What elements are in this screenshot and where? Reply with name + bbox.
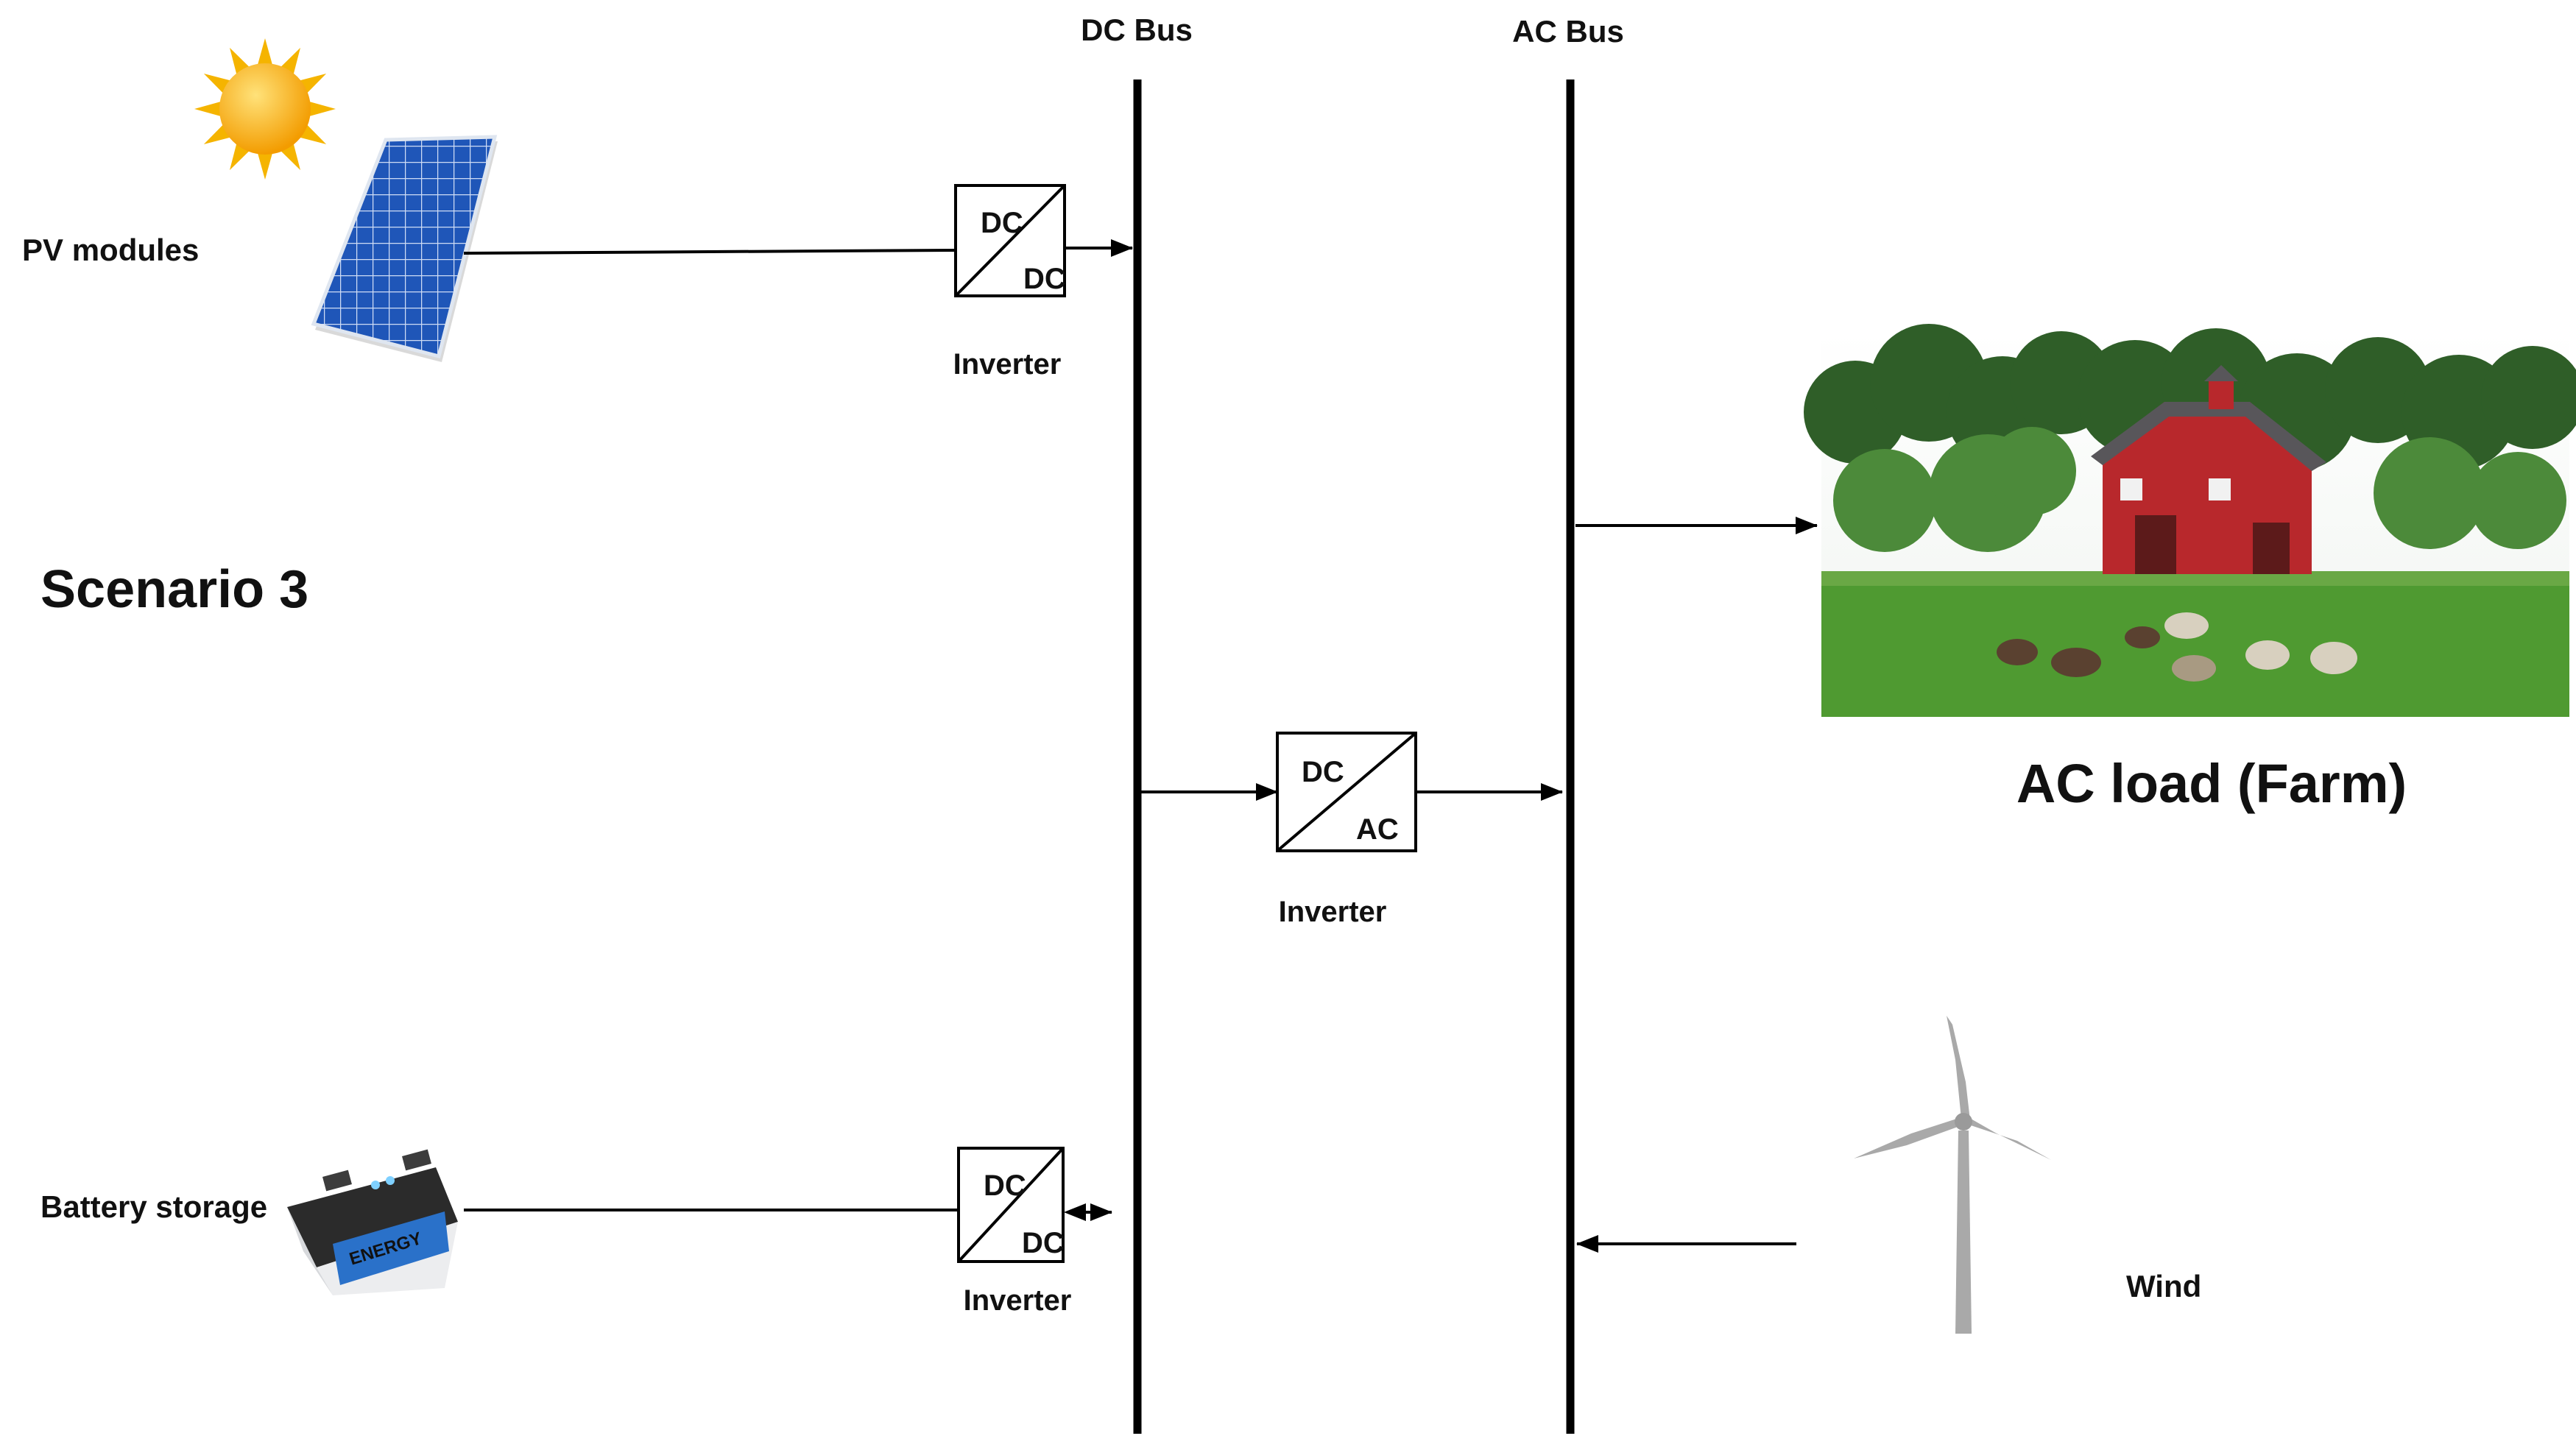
inverter-label-bus: Inverter — [1279, 896, 1387, 928]
inverter-label-pv: Inverter — [953, 348, 1062, 381]
battery-icon: ENERGY — [287, 1149, 458, 1295]
scenario-title: Scenario 3 — [40, 560, 308, 619]
dcdc-converter-battery: DC DC — [957, 1147, 1065, 1263]
ac-bus-label: AC Bus — [1512, 14, 1624, 49]
battery-storage-label: Battery storage — [40, 1189, 267, 1224]
solar-panel-icon — [311, 135, 498, 362]
converter-bus-top: DC — [1302, 756, 1344, 788]
sun-icon — [194, 38, 336, 180]
dcdc-converter-pv: DC DC — [954, 184, 1066, 297]
wind-label: Wind — [2126, 1269, 2201, 1303]
dcac-converter: DC AC — [1276, 732, 1417, 852]
pv-modules-label: PV modules — [22, 233, 199, 267]
converter-pv-bottom: DC — [1023, 263, 1066, 295]
pv-feed-line — [463, 249, 956, 255]
converter-pv-top: DC — [981, 207, 1023, 239]
inverter-label-battery: Inverter — [964, 1284, 1072, 1317]
ac-load-label: AC load (Farm) — [2016, 753, 2407, 814]
converter-battery-bottom: DC — [1022, 1227, 1065, 1259]
converter-bus-bottom: AC — [1356, 813, 1399, 846]
dc-bus-label: DC Bus — [1081, 13, 1193, 47]
farm-image — [1804, 324, 2576, 717]
converter-battery-top: DC — [984, 1170, 1026, 1202]
wind-turbine-icon — [1854, 1016, 2051, 1334]
